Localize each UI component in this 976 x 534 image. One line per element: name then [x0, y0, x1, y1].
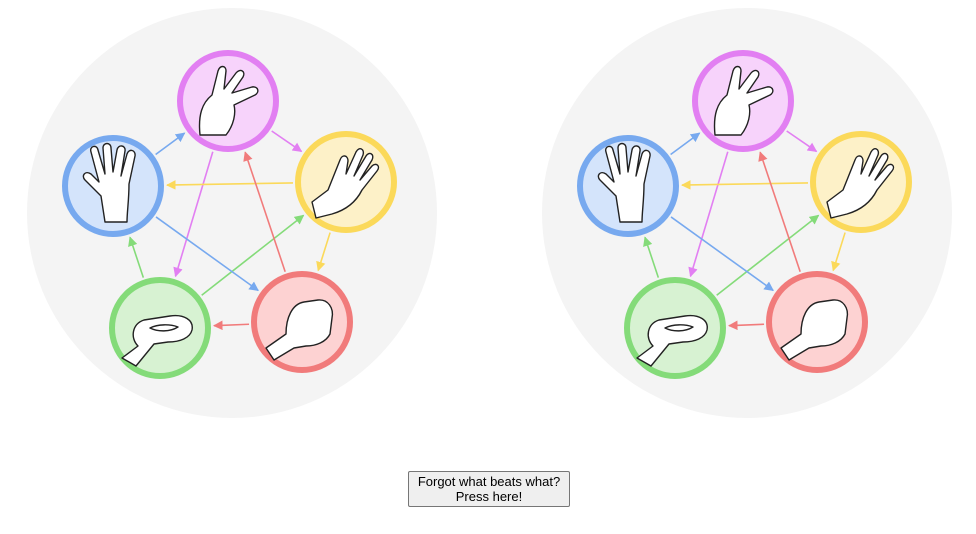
rock-hand-icon	[780, 299, 849, 361]
choice-spock-button[interactable]	[62, 135, 164, 237]
spock-hand-icon	[82, 142, 136, 223]
arrow-paper-beats-spock	[166, 180, 294, 190]
rules-help-button-line1: Forgot what beats what?	[417, 474, 561, 489]
arrow-scissors-beats-lizard	[688, 151, 729, 278]
arrow-rock-beats-lizard	[727, 320, 765, 331]
rules-help-button[interactable]: Forgot what beats what? Press here!	[408, 471, 570, 507]
arrow-lizard-beats-spock	[128, 236, 145, 278]
lizard-hand-icon	[121, 314, 193, 367]
arrow-paper-beats-spock	[681, 180, 809, 190]
arrow-lizard-beats-paper	[716, 214, 820, 296]
arrow-paper-beats-rock	[831, 232, 846, 272]
choice-lizard-button[interactable]	[624, 277, 726, 379]
arrow-scissors-beats-lizard	[173, 151, 214, 278]
choice-board-left	[20, 8, 444, 418]
spock-hand-icon	[597, 142, 651, 223]
rules-help-button-line2: Press here!	[455, 489, 523, 504]
arrow-spock-beats-scissors	[155, 132, 186, 156]
choice-paper-button[interactable]	[810, 131, 912, 233]
paper-hand-icon	[826, 148, 895, 219]
arrow-lizard-beats-paper	[201, 214, 305, 296]
arrow-rock-beats-lizard	[212, 320, 250, 331]
arrow-lizard-beats-spock	[643, 236, 660, 278]
arrow-rock-beats-scissors	[243, 151, 286, 272]
choice-rock-button[interactable]	[251, 271, 353, 373]
arrow-spock-beats-rock	[670, 216, 774, 292]
choice-rock-button[interactable]	[766, 271, 868, 373]
choice-spock-button[interactable]	[577, 135, 679, 237]
arrow-spock-beats-scissors	[670, 132, 701, 156]
arrow-rock-beats-scissors	[758, 151, 801, 272]
board-svg	[542, 8, 952, 418]
lizard-hand-icon	[636, 314, 708, 367]
paper-hand-icon	[311, 148, 380, 219]
choice-board-right	[535, 8, 959, 418]
scissors-hand-icon	[198, 65, 259, 136]
choice-scissors-button[interactable]	[177, 50, 279, 152]
arrow-spock-beats-rock	[155, 216, 259, 292]
choice-paper-button[interactable]	[295, 131, 397, 233]
arrow-scissors-beats-paper	[271, 130, 303, 153]
board-svg	[27, 8, 437, 418]
choice-lizard-button[interactable]	[109, 277, 211, 379]
rock-hand-icon	[265, 299, 334, 361]
scissors-hand-icon	[713, 65, 774, 136]
arrow-paper-beats-rock	[316, 232, 331, 272]
arrow-scissors-beats-paper	[786, 130, 818, 153]
choice-scissors-button[interactable]	[692, 50, 794, 152]
